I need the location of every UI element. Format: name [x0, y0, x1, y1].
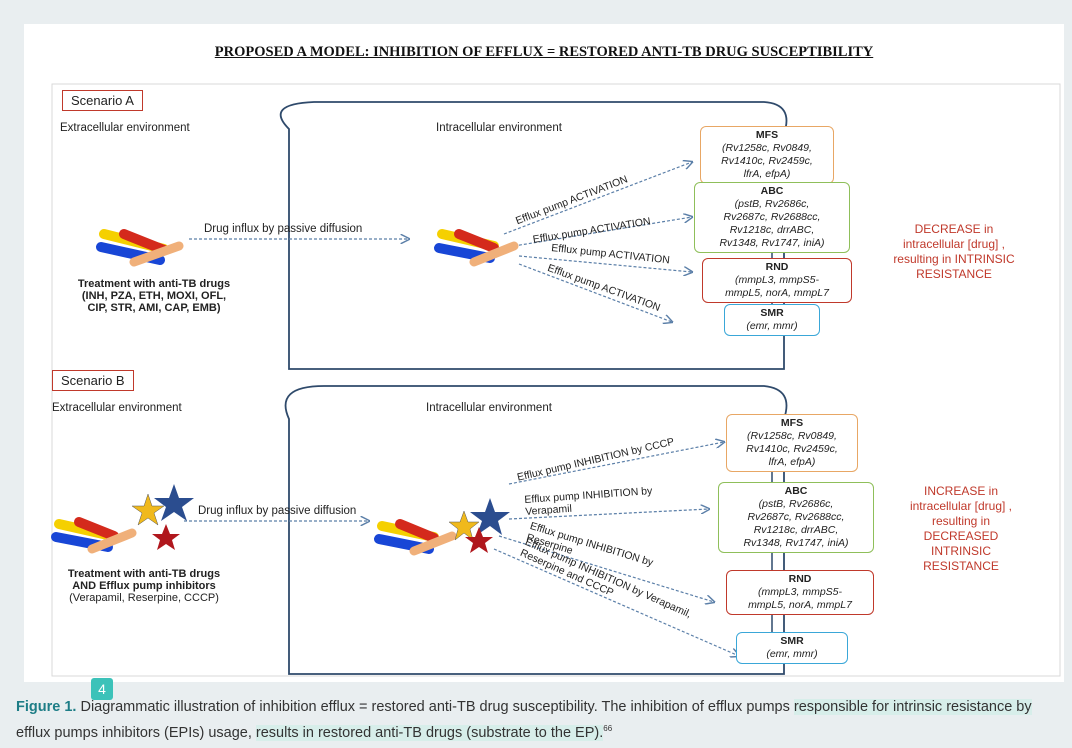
- result-b-line-4: DECREASED: [923, 529, 999, 543]
- rnd-name-b: RND: [788, 573, 812, 585]
- smr-name-a: SMR: [760, 307, 784, 319]
- abc-genes-b-2: Rv2687c, Rv2688cc,: [747, 511, 845, 523]
- caption-text-4: results in restored anti-TB drugs (subst…: [255, 724, 604, 741]
- smr-genes-b-1: (emr, mmr): [766, 648, 818, 660]
- result-a-line-2: intracellular [drug] ,: [902, 237, 1006, 251]
- rnd-genes-a-2: mmpL5, norA, mmpL7: [725, 287, 829, 299]
- scenario-b-label: Scenario B: [52, 370, 134, 391]
- caption-ref[interactable]: 66: [603, 724, 613, 733]
- drug-capsules-a-intracellular: [434, 229, 519, 267]
- mfs-genes-a-2: Rv1410c, Rv2459c,: [721, 155, 813, 167]
- abc-genes-b-3: Rv1218c, drrABC,: [753, 524, 839, 536]
- treatment-b: Treatment with anti-TB drugs AND Efflux …: [34, 568, 254, 604]
- annotation-badge[interactable]: 4: [91, 678, 113, 700]
- mfs-genes-b-1: (Rv1258c, Rv0849,: [747, 430, 837, 442]
- result-b-line-1: INCREASE in: [923, 484, 999, 498]
- mfs-genes-b-2: Rv1410c, Rv2459c,: [746, 443, 838, 455]
- abc-genes-b-1: (pstB, Rv2686c,: [758, 498, 834, 510]
- efflux-arrow-b3: [498, 535, 714, 602]
- influx-label-b: Drug influx by passive diffusion: [198, 505, 357, 517]
- intracellular-label-b: Intracellular environment: [426, 402, 552, 414]
- result-b-line-5: INTRINSIC: [931, 544, 991, 558]
- mfs-box-a: MFS (Rv1258c, Rv0849, Rv1410c, Rv2459c, …: [700, 126, 834, 184]
- mfs-name-b: MFS: [780, 417, 804, 429]
- drug-capsules-b-intracellular: [374, 519, 457, 556]
- abc-genes-a-3: Rv1218c, drrABC,: [729, 224, 815, 236]
- result-a-line-1: DECREASE in: [914, 222, 994, 236]
- mfs-genes-b-3: lfrA, efpA): [768, 456, 816, 468]
- intracellular-label-a: Intracellular environment: [436, 122, 562, 134]
- efflux-arrow-b2: [508, 509, 709, 520]
- caption-label: Figure 1.: [16, 699, 77, 715]
- treatment-a-title: Treatment with anti-TB drugs: [77, 278, 231, 290]
- scenario-a-label: Scenario A: [62, 90, 143, 111]
- treatment-b-line-3: (Verapamil, Reserpine, CCCP): [69, 592, 219, 604]
- star-red-b-intracellular: [465, 527, 493, 553]
- treatment-a: Treatment with anti-TB drugs (INH, PZA, …: [44, 278, 264, 314]
- smr-box-b: SMR (emr, mmr): [736, 632, 848, 664]
- star-yellow-b-intracellular: [448, 510, 480, 541]
- abc-name-a: ABC: [760, 185, 784, 197]
- abc-box-a: ABC (pstB, Rv2686c, Rv2687c, Rv2688cc, R…: [694, 182, 850, 253]
- caption-text-1: Diagrammatic illustration of inhibition …: [76, 699, 794, 715]
- abc-box-b: ABC (pstB, Rv2686c, Rv2687c, Rv2688cc, R…: [718, 482, 874, 553]
- result-b: INCREASE in intracellular [drug] , resul…: [886, 484, 1036, 574]
- abc-genes-b-4: Rv1348, Rv1747, iniA): [743, 537, 849, 549]
- result-a: DECREASE in intracellular [drug] , resul…: [874, 222, 1034, 282]
- drug-capsules-a-extracellular: [96, 229, 184, 267]
- caption-text-3: efflux pumps inhibitors (EPIs) usage,: [16, 724, 256, 741]
- figure-caption: Figure 1. Diagrammatic illustration of i…: [16, 696, 1066, 744]
- treatment-a-drugs-2: CIP, STR, AMI, CAP, EMB): [87, 302, 221, 314]
- rnd-name-a: RND: [765, 261, 789, 273]
- abc-genes-a-1: (pstB, Rv2686c,: [734, 198, 810, 210]
- mfs-genes-a-3: lfrA, efpA): [743, 168, 791, 180]
- efflux-arrow-a1: [503, 162, 692, 235]
- caption-text-2: responsible for intrinsic resistance by: [793, 699, 1032, 715]
- result-b-line-6: RESISTANCE: [923, 559, 999, 573]
- abc-genes-a-2: Rv2687c, Rv2688cc,: [723, 211, 821, 223]
- star-yellow-b-extracellular: [131, 493, 165, 526]
- mfs-box-b: MFS (Rv1258c, Rv0849, Rv1410c, Rv2459c, …: [726, 414, 858, 472]
- result-b-line-3: resulting in: [931, 514, 991, 528]
- efflux-arrow-a4: [518, 263, 672, 322]
- rnd-genes-a-1: (mmpL3, mmpS5-: [734, 274, 819, 286]
- result-b-line-2: intracellular [drug] ,: [909, 499, 1013, 513]
- star-blue-b-intracellular: [470, 498, 510, 535]
- extracellular-label-b: Extracellular environment: [52, 402, 182, 414]
- rnd-box-a: RND (mmpL3, mmpS5- mmpL5, norA, mmpL7: [702, 258, 852, 303]
- extracellular-label-a: Extracellular environment: [60, 122, 190, 134]
- figure: PROPOSED A MODEL: INHIBITION OF EFFLUX =…: [24, 24, 1064, 682]
- drug-capsules-b-extracellular: [51, 517, 137, 554]
- rnd-genes-b-2: mmpL5, norA, mmpL7: [748, 599, 852, 611]
- treatment-a-drugs-1: (INH, PZA, ETH, MOXI, OFL,: [81, 290, 227, 302]
- result-a-line-4: RESISTANCE: [916, 267, 992, 281]
- efflux-arrow-a3: [518, 255, 692, 272]
- abc-genes-a-4: Rv1348, Rv1747, iniA): [719, 237, 825, 249]
- influx-label-a: Drug influx by passive diffusion: [204, 223, 363, 235]
- mfs-name-a: MFS: [755, 129, 779, 141]
- smr-box-a: SMR (emr, mmr): [724, 304, 820, 336]
- efflux-arrow-a2: [513, 217, 692, 247]
- treatment-b-line-2: AND Efflux pump inhibitors: [72, 580, 216, 592]
- efflux-arrow-b4: [493, 548, 739, 656]
- efflux-arrow-b1: [508, 442, 724, 485]
- mfs-genes-a-1: (Rv1258c, Rv0849,: [722, 142, 812, 154]
- rnd-box-b: RND (mmpL3, mmpS5- mmpL5, norA, mmpL7: [726, 570, 874, 615]
- result-a-line-3: resulting in INTRINSIC: [893, 252, 1015, 266]
- abc-name-b: ABC: [784, 485, 808, 497]
- smr-genes-a-1: (emr, mmr): [746, 320, 798, 332]
- star-red-b-extracellular: [152, 524, 180, 550]
- star-blue-b-extracellular: [154, 484, 194, 521]
- rnd-genes-b-1: (mmpL3, mmpS5-: [757, 586, 842, 598]
- smr-name-b: SMR: [780, 635, 804, 647]
- figure-title: PROPOSED A MODEL: INHIBITION OF EFFLUX =…: [214, 44, 874, 60]
- treatment-b-line-1: Treatment with anti-TB drugs: [67, 568, 221, 580]
